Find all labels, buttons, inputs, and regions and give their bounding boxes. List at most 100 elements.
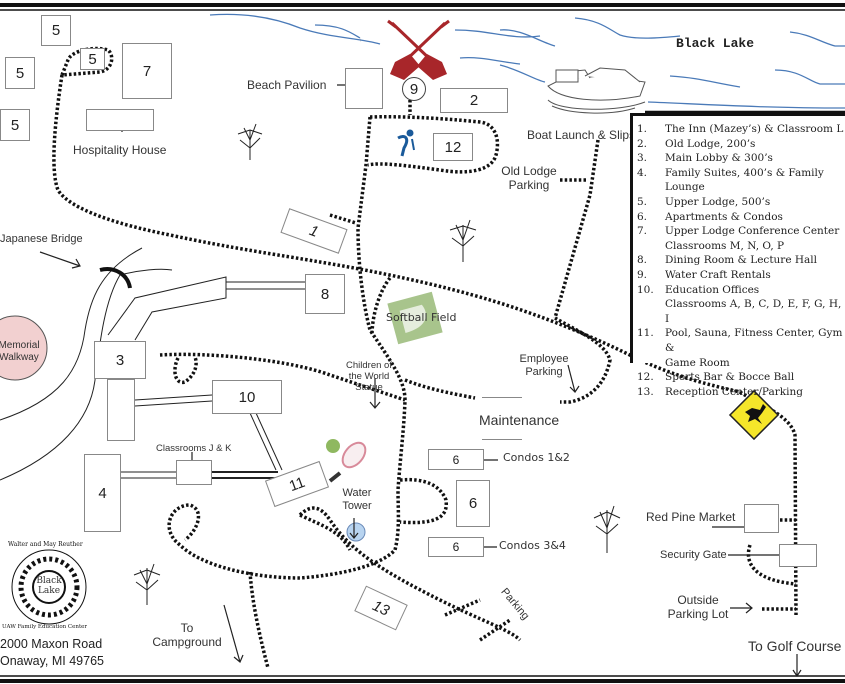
condo-6[interactable]: 6 — [428, 449, 484, 470]
water-tower-line2: Tower — [342, 499, 372, 512]
memorial-line1: Memorial — [0, 340, 40, 351]
legend-item: 8. Dining Room & Lecture Hall — [637, 253, 845, 268]
legend-number: 9. — [637, 268, 648, 281]
building-7[interactable]: 7 — [122, 43, 172, 99]
red-pine-market-label: Red Pine Market — [646, 510, 736, 524]
softball-field-icon — [387, 291, 443, 345]
to-golf-course-label: To Golf Course — [748, 638, 842, 654]
employee-parking-label: Employee Parking — [514, 353, 574, 378]
legend-number: 7. — [637, 225, 648, 238]
tennis-icon — [326, 439, 367, 483]
paddles-icon — [387, 19, 450, 80]
building-8[interactable]: 8 — [305, 274, 345, 314]
security-gate-label: Security Gate — [660, 549, 727, 561]
outside-parking-line2: Parking Lot — [667, 606, 729, 621]
old-lodge-parking-line1: Old Lodge — [501, 164, 557, 178]
classrooms-jk-building[interactable] — [176, 460, 212, 485]
hospitality-house[interactable] — [86, 109, 154, 131]
legend-number: 8. — [637, 254, 648, 267]
legend-item: 10.Education Offices — [637, 283, 845, 298]
legend-text: Main Lobby & 300’s — [665, 152, 773, 165]
legend-item: Classrooms M, N, O, P — [637, 239, 845, 254]
memorial-walkway-label: Memorial Walkway — [0, 340, 44, 363]
legend-item: 1.The Inn (Mazey’s) & Classroom L — [637, 122, 845, 137]
legend-number: 6. — [637, 210, 648, 223]
red-pine-market[interactable] — [744, 504, 779, 533]
legend-number: 12. — [637, 371, 654, 384]
employee-parking-line2: Parking — [525, 365, 563, 378]
building-4[interactable]: 4 — [84, 454, 121, 532]
logo-top-arc-text: Walter and May Reuther — [8, 541, 83, 548]
condos-12-label: Condos 1&2 — [503, 451, 570, 464]
tree-icons — [133, 123, 621, 605]
legend-text: Family Suites, 400’s & Family Lounge — [665, 166, 824, 194]
roads — [0, 247, 305, 481]
legend-text: Sports Bar & Bocce Ball — [665, 371, 795, 384]
boat-launch-label: Boat Launch & Slips — [527, 128, 636, 142]
address-line2: Onaway, MI 49765 — [0, 654, 104, 668]
building-2[interactable]: 2 — [440, 88, 508, 113]
beach-pavilion[interactable] — [345, 68, 383, 109]
reuther-logo — [11, 549, 87, 625]
campground-line2: Campground — [152, 634, 222, 649]
building-10[interactable]: 10 — [212, 380, 282, 414]
statue-line2: the World — [348, 370, 390, 382]
building-6[interactable]: 6 — [456, 480, 490, 527]
old-lodge-parking-label: Old Lodge Parking — [500, 164, 558, 193]
children-statue-label: Children of the World Statue — [333, 360, 405, 394]
legend-text: Pool, Sauna, Fitness Center, Gym & — [665, 327, 843, 354]
legend-item: 11.Pool, Sauna, Fitness Center, Gym & — [637, 326, 845, 355]
logo-center-line2: Lake — [37, 586, 61, 596]
legend-item: 2.Old Lodge, 200’s — [637, 137, 845, 152]
legend-item: 6.Apartments & Condos — [637, 210, 845, 225]
security-gate[interactable] — [779, 544, 817, 567]
legend-text: Reception Center/Parking — [665, 385, 804, 398]
to-campground-label: To Campground — [150, 621, 224, 650]
memorial-walkway — [0, 315, 48, 381]
legend-number: 5. — [637, 195, 648, 208]
boat-icon — [547, 67, 646, 114]
building-3[interactable]: 3 — [94, 341, 146, 379]
deer-crossing-sign — [728, 389, 780, 441]
legend-text: The Inn (Mazey’s) & Classroom L — [665, 123, 844, 135]
building-5[interactable]: 5 — [41, 15, 71, 46]
building-5[interactable]: 5 — [5, 57, 35, 89]
legend-item: 7.Upper Lodge Conference Center — [637, 224, 845, 239]
legend-text: Game Room — [665, 356, 730, 369]
legend-text: Old Lodge, 200’s — [665, 137, 756, 150]
bocce-player-icon — [397, 129, 415, 157]
walking-paths — [52, 46, 798, 669]
legend-item: Classrooms A, B, C, D, E, F, G, H, I — [637, 297, 845, 326]
legend-text: Dining Room & Lecture Hall — [665, 254, 817, 267]
legend-item: 3.Main Lobby & 300’s — [637, 151, 845, 166]
legend-number: 13. — [637, 385, 654, 398]
water-tower-line1: Water — [342, 487, 372, 499]
employee-parking-line1: Employee — [519, 353, 569, 365]
building-5[interactable]: 5 — [80, 48, 105, 70]
japanese-bridge — [99, 267, 132, 289]
japanese-bridge-label: Japanese Bridge — [0, 233, 83, 245]
old-lodge-parking-line2: Parking — [508, 177, 550, 192]
lake-title: Black Lake — [676, 36, 755, 51]
building-3-wing[interactable] — [107, 379, 135, 441]
outside-parking-line1: Outside — [677, 593, 719, 607]
legend-text: Classrooms M, N, O, P — [665, 239, 785, 252]
condos-34-label: Condos 3&4 — [499, 539, 566, 552]
logo-center-line1: Black — [36, 576, 62, 586]
legend-text: Education Offices — [665, 283, 760, 296]
memorial-line2: Walkway — [0, 351, 39, 363]
building-12[interactable]: 12 — [433, 133, 473, 161]
building-5[interactable]: 5 — [0, 109, 30, 141]
statue-line1: Children of — [346, 360, 392, 371]
building-9[interactable]: 9 — [402, 77, 426, 101]
condo-6[interactable]: 6 — [428, 537, 484, 557]
legend-item: 5.Upper Lodge, 500’s — [637, 195, 845, 210]
statue-line3: Statue — [355, 381, 383, 393]
classrooms-jk-label: Classrooms J & K — [156, 443, 232, 454]
legend-text: Water Craft Rentals — [665, 268, 771, 281]
legend-number — [637, 239, 665, 254]
legend-text: Classrooms A, B, C, D, E, F, G, H, I — [665, 298, 842, 325]
legend-number — [637, 297, 665, 326]
